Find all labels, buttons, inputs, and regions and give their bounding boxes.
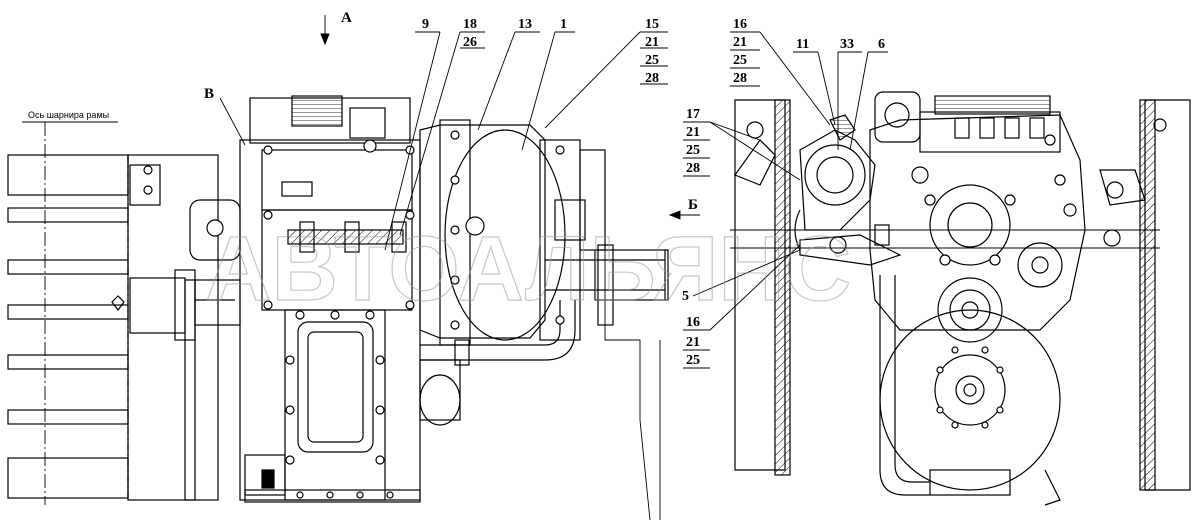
frame-rails-left [7, 154, 219, 501]
callout-16-25: 25 [733, 53, 747, 68]
callout-17-25: 25 [686, 143, 700, 158]
callout-15-28: 28 [645, 71, 659, 86]
view-marker-v: В [204, 86, 214, 102]
leader-lines [22, 15, 888, 369]
callout-16b-25: 25 [686, 353, 700, 368]
view-markers: А Б В [204, 10, 698, 213]
callout-33: 33 [840, 37, 854, 52]
frame-plates [730, 99, 1191, 491]
callout-11: 11 [796, 37, 809, 52]
callout-17-21: 21 [686, 125, 700, 140]
callout-16b: 16 [686, 315, 700, 330]
front-view [730, 91, 1191, 506]
gearbox-housing [206, 95, 421, 503]
callout-6: 6 [878, 37, 885, 52]
callout-16b-21: 21 [686, 335, 700, 350]
callout-9: 9 [422, 17, 429, 32]
callout-26: 26 [463, 35, 477, 50]
callout-16-21: 21 [733, 35, 747, 50]
callout-16-28: 28 [733, 71, 747, 86]
watermark: АВТОАЛЬЯНС [205, 218, 851, 320]
callout-5: 5 [682, 289, 689, 304]
callout-16: 16 [733, 17, 747, 32]
callout-15-25: 25 [645, 53, 659, 68]
right-callouts: 16 21 25 28 11 33 6 17 21 25 28 5 16 21 … [682, 17, 885, 368]
side-view [7, 95, 669, 521]
callout-17-28: 28 [686, 161, 700, 176]
callout-1: 1 [560, 17, 567, 32]
brake-unit [111, 199, 241, 501]
callout-17: 17 [686, 107, 700, 122]
callout-18: 18 [463, 17, 477, 32]
front-housing [794, 91, 1121, 506]
left-callouts: 9 18 26 13 1 15 21 25 28 [422, 17, 659, 86]
torque-converter [419, 119, 669, 426]
view-marker-b: Б [688, 197, 698, 213]
callout-15: 15 [645, 17, 659, 32]
frame-axis-label: Ось шарнира рамы [28, 110, 109, 120]
callout-15-21: 21 [645, 35, 659, 50]
view-marker-a: А [341, 10, 352, 26]
callout-13: 13 [518, 17, 532, 32]
